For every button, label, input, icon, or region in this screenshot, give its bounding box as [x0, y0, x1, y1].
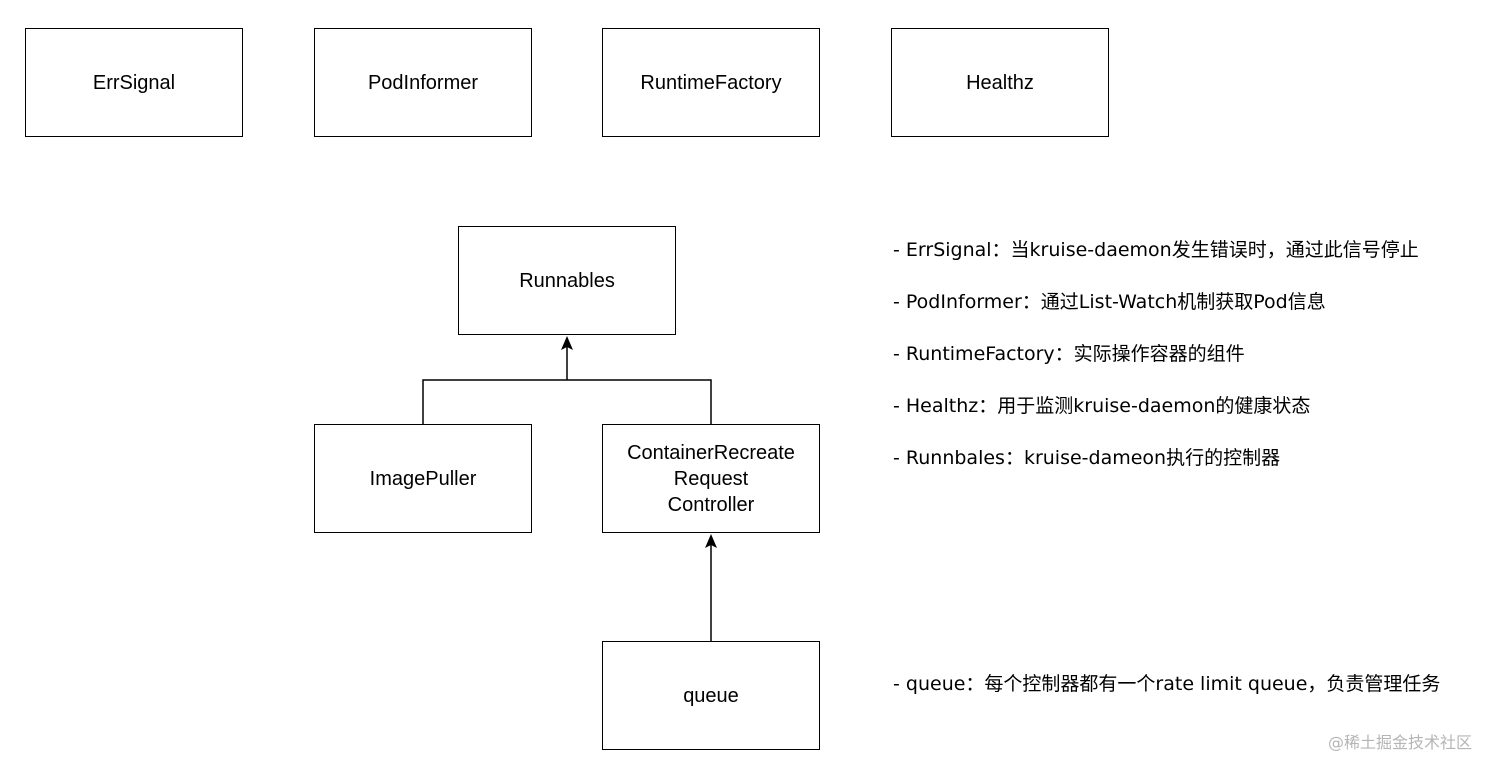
runtimefactory-node-label: RuntimeFactory — [640, 71, 782, 94]
healthz-node-label: Healthz — [966, 71, 1034, 94]
container-recreate-request-controller-node: ContainerRecreate Request Controller — [602, 424, 820, 533]
imagepuller-node-label: ImagePuller — [369, 467, 477, 490]
runnables-arrowhead — [561, 336, 573, 350]
podinformer-node-label: PodInformer — [367, 71, 479, 94]
runnables-node: Runnables — [458, 226, 676, 335]
container-recreate-request-controller-label: ContainerRecreate Request Controller — [627, 441, 795, 516]
queue-note: - queue：每个控制器都有一个rate limit queue，负责管理任务 — [893, 673, 1441, 695]
queue-node: queue — [602, 641, 820, 750]
errsignal-node: ErrSignal — [25, 28, 243, 137]
runtimefactory-note: - RuntimeFactory：实际操作容器的组件 — [893, 343, 1245, 365]
watermark: @稀土掘金技术社区 — [1328, 733, 1473, 752]
podinformer-node: PodInformer — [314, 28, 532, 137]
runtimefactory-node: RuntimeFactory — [602, 28, 820, 137]
podinformer-note: - PodInformer：通过List-Watch机制获取Pod信息 — [893, 291, 1326, 313]
imagepuller-node: ImagePuller — [314, 424, 532, 533]
imagepuller-to-runnables-edge — [422, 379, 712, 424]
crr-arrowhead — [705, 534, 717, 548]
healthz-note: - Healthz：用于监测kruise-daemon的健康状态 — [893, 395, 1311, 417]
runnables-node-label: Runnables — [519, 269, 615, 292]
runnables-note: - Runnbales：kruise-dameon执行的控制器 — [893, 447, 1281, 469]
healthz-node: Healthz — [891, 28, 1109, 137]
errsignal-node-label: ErrSignal — [92, 71, 176, 94]
errsignal-note: - ErrSignal：当kruise-daemon发生错误时，通过此信号停止 — [893, 239, 1419, 261]
queue-node-label: queue — [683, 684, 739, 707]
